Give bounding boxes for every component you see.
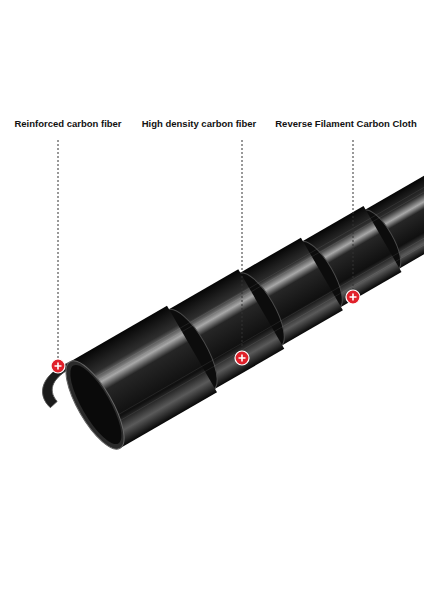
carbon-tube bbox=[34, 116, 424, 469]
part-label: High density carbon fiber bbox=[142, 118, 257, 129]
leader-lines bbox=[58, 140, 353, 359]
part-label: Reverse Filament Carbon Cloth bbox=[275, 118, 416, 129]
part-label: Reinforced carbon fiber bbox=[14, 118, 121, 129]
marker-dots bbox=[51, 290, 360, 373]
